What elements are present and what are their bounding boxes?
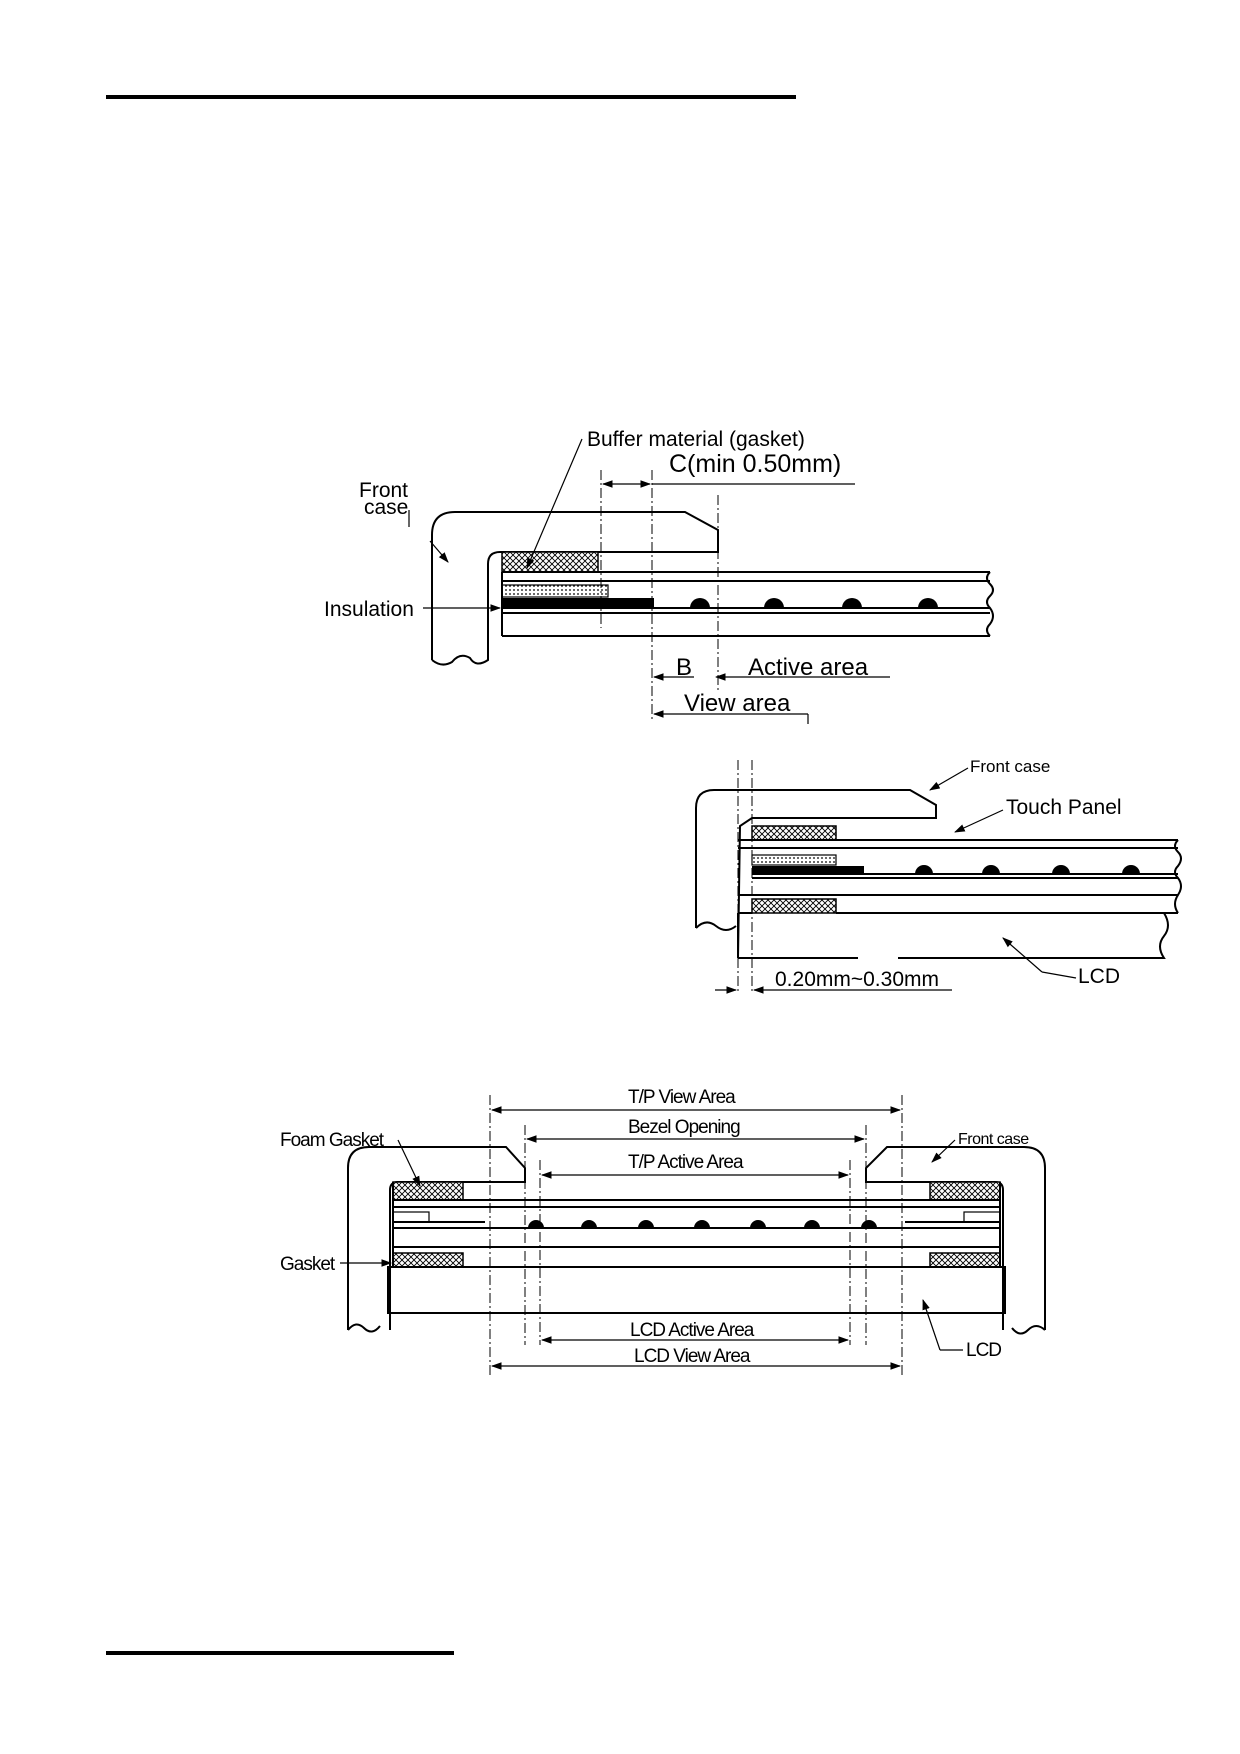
- bottom-lcd-active-area-label: LCD Active Area: [630, 1320, 755, 1341]
- top-b-label: B: [676, 654, 692, 681]
- top-spacer-dots: [690, 598, 938, 608]
- top-insulation-bar: [502, 598, 654, 607]
- top-front-case: [431, 511, 719, 666]
- bottom-lcd-label: LCD: [966, 1340, 1001, 1361]
- mid-lower-gasket: [751, 898, 837, 914]
- bottom-gasket-left: [392, 1252, 464, 1268]
- bottom-foam-gasket-label: Foam Gasket: [280, 1130, 385, 1151]
- bottom-spacer-dots: [528, 1220, 877, 1228]
- bottom-gasket-right: [929, 1252, 1001, 1268]
- top-front-label: Front: [359, 479, 408, 502]
- mid-buffer-gasket: [751, 825, 837, 841]
- top-buffer-gasket: [501, 551, 599, 573]
- bottom-lcd: [387, 1266, 1006, 1314]
- bottom-front-case-right: [865, 1146, 1046, 1335]
- mid-lcd: [738, 912, 1169, 959]
- mid-insulation-gasket: [751, 854, 837, 866]
- top-buffer-label: Buffer material (gasket): [587, 428, 805, 451]
- bottom-foam-gasket-right: [929, 1181, 1001, 1201]
- mid-spacer-dots: [915, 865, 1140, 874]
- bottom-bezel-opening-label: Bezel Opening: [628, 1117, 740, 1138]
- mid-insulation-bar: [752, 866, 864, 873]
- mid-gap-label: 0.20mm~0.30mm: [775, 968, 939, 991]
- header-rule: [106, 95, 796, 99]
- bottom-tp-active-area-label: T/P Active Area: [628, 1152, 744, 1173]
- top-active-area-label: Active area: [748, 654, 869, 681]
- mid-lcd-label: LCD: [1078, 965, 1120, 988]
- mid-front-case-label: Front case: [970, 757, 1050, 776]
- mid-touch-panel-label: Touch Panel: [1006, 796, 1122, 819]
- bottom-cross-section: T/P View Area Bezel Opening T/P Active A…: [280, 1087, 1046, 1375]
- middle-cross-section: Front case Touch Panel LCD 0.20mm~0.30mm: [695, 757, 1182, 994]
- top-insulation-gasket: [501, 584, 609, 598]
- top-c-label: C(min 0.50mm): [669, 450, 841, 478]
- mid-front-case: [695, 789, 937, 959]
- bottom-gasket-label: Gasket: [280, 1254, 336, 1275]
- bottom-front-case-label: Front case: [958, 1131, 1029, 1148]
- top-insulation-label: Insulation: [324, 598, 414, 621]
- top-view-area-label: View area: [684, 690, 791, 717]
- bottom-tp-view-area-label: T/P View Area: [628, 1087, 736, 1108]
- bottom-front-case-left: [347, 1146, 526, 1333]
- bottom-foam-gasket-left: [392, 1181, 464, 1201]
- top-case-label: case: [364, 496, 408, 519]
- top-cross-section: Buffer material (gasket) C(min 0.50mm) F…: [324, 428, 994, 724]
- footer-rule: [106, 1651, 454, 1655]
- bottom-lcd-view-area-label: LCD View Area: [634, 1346, 751, 1367]
